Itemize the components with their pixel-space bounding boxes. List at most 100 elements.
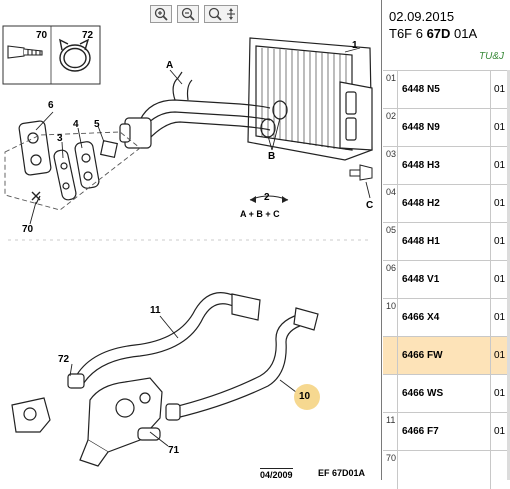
diagram-date: 04/2009 bbox=[260, 468, 293, 480]
diagram-reference: EF 67D01A bbox=[318, 468, 366, 478]
label-4: 4 bbox=[73, 119, 79, 130]
parts-row[interactable]: 6466 WS 01 bbox=[383, 374, 510, 413]
part-reference[interactable]: 6448 H1 bbox=[402, 236, 440, 247]
row-separator bbox=[490, 413, 491, 451]
part-reference[interactable]: 6448 V1 bbox=[402, 274, 440, 285]
row-separator bbox=[490, 451, 491, 489]
label-5: 5 bbox=[94, 119, 100, 130]
parts-row[interactable]: 01 6448 N5 01 bbox=[383, 70, 510, 109]
cross-marker bbox=[31, 191, 41, 201]
label-71: 71 bbox=[168, 445, 180, 456]
part-reference[interactable]: 6448 H2 bbox=[402, 198, 440, 209]
parts-row[interactable]: 11 6466 F7 01 bbox=[383, 412, 510, 451]
row-separator bbox=[397, 147, 398, 185]
parts-row[interactable]: 6466 FW 01 bbox=[383, 336, 510, 375]
label-72: 72 bbox=[58, 354, 70, 365]
zoom-out-icon bbox=[181, 7, 195, 21]
label-a: A bbox=[166, 60, 174, 71]
label-c: C bbox=[366, 200, 374, 211]
pipe-assembly-a bbox=[119, 71, 271, 149]
parts-row[interactable]: 10 6466 X4 01 bbox=[383, 298, 510, 337]
outlet-72 bbox=[11, 397, 51, 433]
label-2: 2 bbox=[264, 192, 270, 203]
label-72-inset: 72 bbox=[82, 30, 94, 41]
row-index: 10 bbox=[386, 301, 397, 311]
panel-scrollbar[interactable] bbox=[507, 70, 510, 480]
row-separator bbox=[490, 337, 491, 375]
parts-row[interactable]: 06 6448 V1 01 bbox=[383, 260, 510, 299]
catalog-date: 02.09.2015 bbox=[389, 9, 455, 24]
label-1: 1 bbox=[352, 40, 358, 51]
row-index: 02 bbox=[386, 111, 397, 121]
catalog-code-prefix: T6F 6 bbox=[389, 26, 427, 41]
part-reference[interactable]: 6466 FW bbox=[402, 350, 443, 361]
catalog-code: T6F 6 67D 01A bbox=[389, 26, 477, 41]
row-separator bbox=[397, 413, 398, 451]
row-index: 06 bbox=[386, 263, 397, 273]
part-quantity: 01 bbox=[494, 274, 506, 285]
zoom-move-icon bbox=[208, 7, 235, 21]
row-index: 01 bbox=[386, 73, 397, 83]
label-6: 6 bbox=[48, 100, 54, 111]
part-quantity: 01 bbox=[494, 312, 506, 323]
bracket-parts bbox=[18, 120, 119, 201]
zoom-out-button[interactable] bbox=[177, 5, 199, 23]
part-quantity: 01 bbox=[494, 84, 506, 95]
part-quantity: 01 bbox=[494, 350, 506, 361]
zoom-move-button[interactable] bbox=[204, 5, 238, 23]
row-index: 11 bbox=[386, 415, 396, 425]
hose-10 bbox=[165, 307, 319, 421]
part-reference[interactable]: 6448 N5 bbox=[402, 84, 440, 95]
row-separator bbox=[397, 71, 398, 109]
hose-11 bbox=[67, 292, 261, 389]
part-reference[interactable]: 6448 H3 bbox=[402, 160, 440, 171]
row-separator bbox=[490, 299, 491, 337]
row-separator bbox=[397, 109, 398, 147]
clamp-part bbox=[59, 38, 91, 72]
parts-row[interactable]: 70 bbox=[383, 450, 510, 489]
row-separator bbox=[490, 185, 491, 223]
screw-c bbox=[349, 164, 373, 181]
label-3: 3 bbox=[57, 133, 63, 144]
zoom-in-button[interactable] bbox=[150, 5, 172, 23]
row-separator bbox=[490, 223, 491, 261]
catalog-code-bold: 67D bbox=[426, 26, 451, 41]
screw-part bbox=[7, 45, 43, 59]
label-70-inset: 70 bbox=[36, 30, 48, 41]
label-b: B bbox=[268, 151, 276, 162]
part-reference[interactable]: 6466 X4 bbox=[402, 312, 440, 323]
row-index: 03 bbox=[386, 149, 397, 159]
zoom-in-icon bbox=[154, 7, 168, 21]
engine-label: TU&J bbox=[479, 51, 504, 62]
part-reference[interactable]: 6466 F7 bbox=[402, 426, 439, 437]
label-10: 10 bbox=[299, 391, 311, 402]
row-separator bbox=[397, 185, 398, 223]
label-11: 11 bbox=[150, 305, 161, 316]
row-separator bbox=[397, 451, 398, 489]
exploded-diagram: 70 72 1 A 6 3 4 5 B C 2 A + B + C 70 11 … bbox=[2, 0, 382, 480]
row-separator bbox=[490, 261, 491, 299]
heater-matrix bbox=[247, 37, 373, 161]
catalog-code-suffix: 01A bbox=[450, 26, 478, 41]
row-separator bbox=[490, 109, 491, 147]
parts-drawing bbox=[2, 25, 373, 467]
callout-highlight-10 bbox=[294, 384, 320, 410]
row-separator bbox=[490, 71, 491, 109]
part-reference[interactable]: 6448 N9 bbox=[402, 122, 440, 133]
row-separator bbox=[490, 147, 491, 185]
part-quantity: 01 bbox=[494, 122, 506, 133]
parts-row[interactable]: 02 6448 N9 01 bbox=[383, 108, 510, 147]
part-quantity: 01 bbox=[494, 426, 506, 437]
row-index: 04 bbox=[386, 187, 397, 197]
part-reference[interactable]: 6466 WS bbox=[402, 388, 444, 399]
part-quantity: 01 bbox=[494, 388, 506, 399]
label-2-sub: A + B + C bbox=[240, 209, 280, 219]
row-index: 05 bbox=[386, 225, 397, 235]
row-index: 70 bbox=[386, 453, 397, 463]
row-separator bbox=[490, 375, 491, 413]
label-70: 70 bbox=[22, 224, 34, 235]
